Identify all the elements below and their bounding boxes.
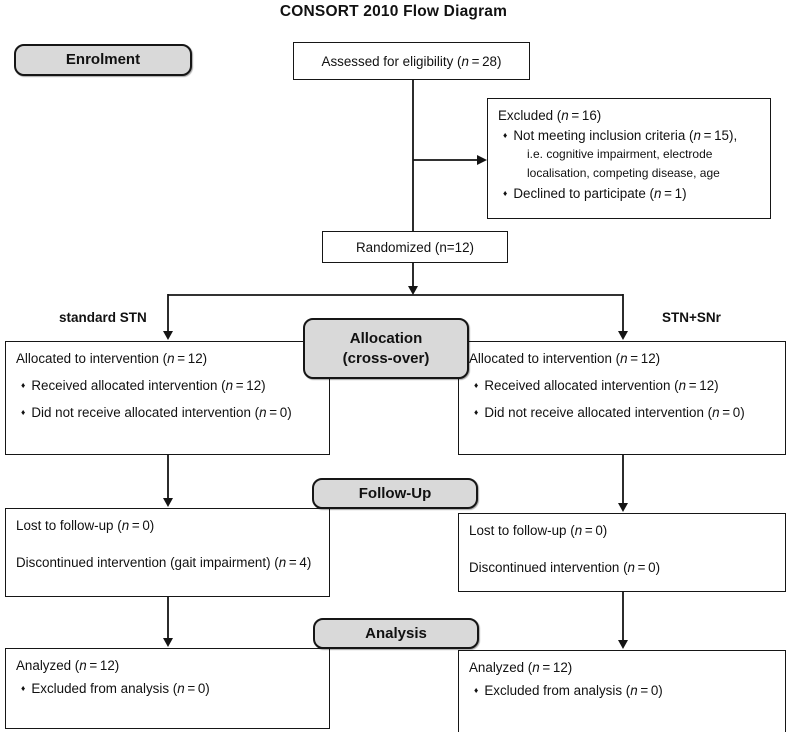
diamond-bullet-icon: ♦ — [21, 683, 26, 693]
arrowhead-alloc-right — [618, 331, 628, 340]
arm-label-left: standard STN — [59, 310, 147, 325]
analysis-box-right: Analyzed (n = 12) ♦ Excluded from analys… — [458, 650, 786, 732]
arm-label-right: STN+SNr — [662, 310, 721, 325]
excluded-item-2: Declined to participate (n = 1) — [513, 186, 687, 201]
assessed-box: Assessed for eligibility (n = 28) — [293, 42, 530, 80]
allocation-header: Allocation (cross-over) — [303, 318, 469, 379]
analysis-box-left: Analyzed (n = 12) ♦ Excluded from analys… — [5, 648, 330, 729]
followup-box-right: Lost to follow-up (n = 0) Discontinued i… — [458, 513, 786, 592]
diamond-bullet-icon: ♦ — [503, 130, 508, 140]
allocation-box-left: Allocated to intervention (n = 12) ♦ Rec… — [5, 341, 330, 455]
allocation-left-title: Allocated to intervention (n = 12) — [16, 351, 208, 366]
allocation-left-item-2: Did not receive allocated intervention (… — [31, 405, 292, 420]
allocation-right-item-1: Received allocated intervention (n = 12) — [484, 378, 719, 393]
arrowhead-fu-left — [163, 498, 173, 507]
diamond-bullet-icon: ♦ — [21, 407, 26, 417]
arrowhead-excluded — [477, 155, 487, 165]
diamond-bullet-icon: ♦ — [503, 188, 508, 198]
diamond-bullet-icon: ♦ — [474, 685, 479, 695]
diamond-bullet-icon: ♦ — [474, 380, 479, 390]
excluded-note-line2: localisation, competing disease, age — [527, 165, 720, 180]
followup-right-lost: Lost to follow-up (n = 0) — [469, 523, 608, 538]
excluded-box: Excluded (n = 16) ♦ Not meeting inclusio… — [487, 98, 771, 219]
arrowhead-an-left — [163, 638, 173, 647]
assessed-text: Assessed for eligibility (n = 28) — [321, 53, 502, 69]
enrolment-header: Enrolment — [14, 44, 192, 76]
allocation-right-title: Allocated to intervention (n = 12) — [469, 351, 661, 366]
arrowhead-fu-right — [618, 503, 628, 512]
arrowhead-alloc-left — [163, 331, 173, 340]
enrolment-header-label: Enrolment — [65, 51, 141, 68]
analysis-left-item-1: Excluded from analysis (n = 0) — [31, 681, 210, 696]
followup-left-discontinued: Discontinued intervention (gait impairme… — [16, 555, 312, 570]
excluded-title: Excluded (n = 16) — [498, 108, 602, 123]
diamond-bullet-icon: ♦ — [474, 407, 479, 417]
allocation-left-item-1: Received allocated intervention (n = 12) — [31, 378, 266, 393]
allocation-header-label: Allocation — [349, 329, 423, 347]
analysis-right-title: Analyzed (n = 12) — [469, 660, 573, 675]
diamond-bullet-icon: ♦ — [21, 380, 26, 390]
followup-right-discontinued: Discontinued intervention (n = 0) — [469, 560, 661, 575]
arrowhead-branch — [408, 286, 418, 295]
randomized-box: Randomized (n=12) — [322, 231, 508, 263]
excluded-item-1: Not meeting inclusion criteria (n = 15), — [513, 128, 738, 143]
followup-left-lost: Lost to follow-up (n = 0) — [16, 518, 155, 533]
analysis-header: Analysis — [313, 618, 479, 649]
followup-header: Follow-Up — [312, 478, 478, 509]
page-title: CONSORT 2010 Flow Diagram — [279, 3, 508, 20]
excluded-note-line1: i.e. cognitive impairment, electrode — [527, 147, 713, 161]
randomized-text: Randomized (n=12) — [356, 239, 474, 255]
followup-box-left: Lost to follow-up (n = 0) Discontinued i… — [5, 508, 330, 597]
analysis-left-title: Analyzed (n = 12) — [16, 658, 120, 673]
followup-header-label: Follow-Up — [358, 484, 432, 502]
allocation-right-item-2: Did not receive allocated intervention (… — [484, 405, 745, 420]
arrowhead-an-right — [618, 640, 628, 649]
analysis-right-item-1: Excluded from analysis (n = 0) — [484, 683, 663, 698]
allocation-box-right: Allocated to intervention (n = 12) ♦ Rec… — [458, 341, 786, 455]
allocation-header-sublabel: (cross-over) — [342, 349, 430, 367]
analysis-header-label: Analysis — [365, 624, 427, 642]
